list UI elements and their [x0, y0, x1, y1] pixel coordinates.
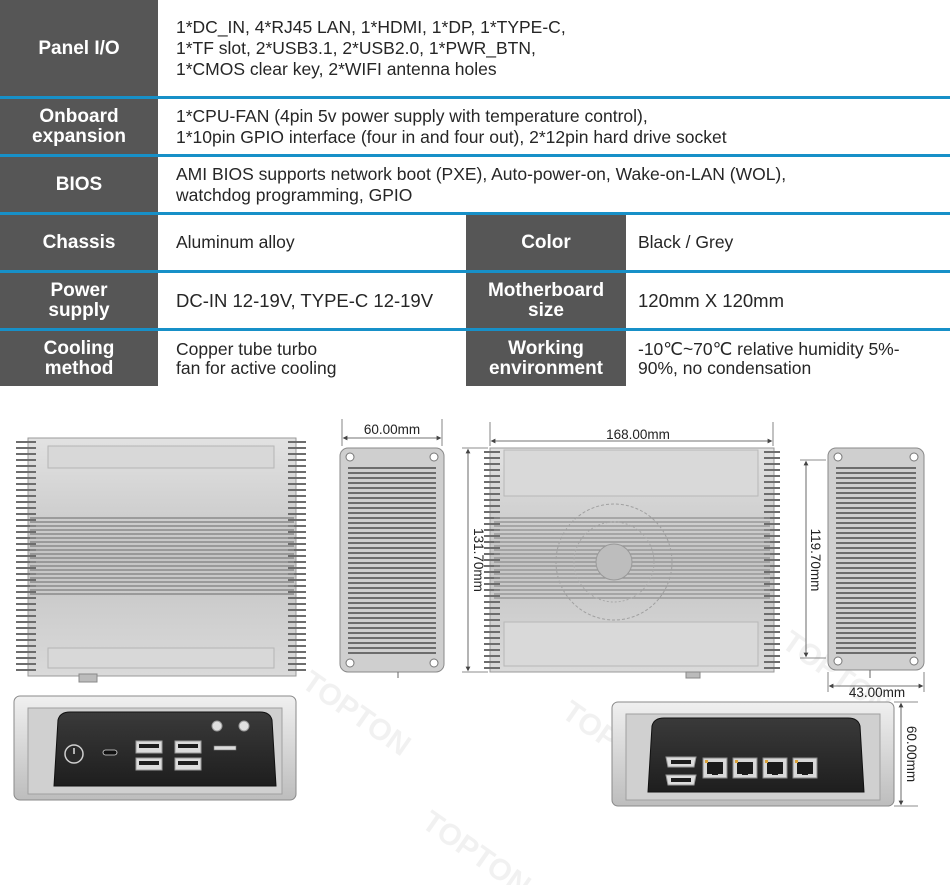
rj45-port-opening [797, 762, 813, 774]
display-port-stack-icon [665, 756, 697, 786]
spec-value: DC-IN 12-19V, TYPE-C 12-19V [158, 273, 466, 328]
end-view-right [827, 447, 925, 678]
rj45-led [705, 760, 708, 763]
rj45-port-icon [732, 757, 758, 779]
svg-text:TOPTON: TOPTON [296, 665, 416, 763]
dimension-side-width: 60.00mm [341, 419, 443, 446]
spec-line: 120mm X 120mm [638, 290, 784, 311]
dimension-label: 131.70mm [471, 528, 486, 592]
spec-row-cooling-environment: Cooling method Copper tube turbo fan for… [0, 331, 950, 386]
spec-label: Power supply [0, 273, 158, 328]
front-panel-view [13, 695, 297, 801]
end-view-narrow [339, 447, 445, 678]
dimension-label: 168.00mm [606, 427, 670, 442]
spec-line: -10℃~70℃ relative humidity 5%- [638, 338, 900, 359]
dimension-top-length: 168.00mm [489, 422, 774, 446]
rj45-port-latch [742, 772, 748, 775]
spec-line: 1*CPU-FAN (4pin 5v power supply with tem… [176, 105, 648, 126]
antenna-hole-icon [238, 720, 250, 732]
spec-line: 90%, no condensation [638, 357, 812, 378]
rj45-port-latch [802, 772, 808, 775]
rj45-port-icon [762, 757, 788, 779]
spec-line: 1*10pin GPIO interface (four in and four… [176, 126, 727, 147]
spec-line: 1*TF slot, 2*USB3.1, 2*USB2.0, 1*PWR_BTN… [176, 38, 536, 58]
spec-line: 1*CMOS clear key, 2*WIFI antenna holes [176, 59, 497, 79]
rj45-port-opening [707, 762, 723, 774]
spec-label: Motherboard size [466, 273, 626, 328]
spec-label: Onboard expansion [0, 99, 158, 154]
row-separator [0, 154, 950, 157]
spec-row-chassis-color: Chassis Aluminum alloy Color Black / Gre… [0, 215, 950, 270]
spec-line: watchdog programming, GPIO [176, 184, 413, 205]
rj45-led [735, 760, 738, 763]
spec-line: Black / Grey [638, 232, 734, 252]
spec-line: fan for active cooling [176, 357, 337, 378]
rj45-port-opening [767, 762, 783, 774]
svg-text:TOPTON: TOPTON [416, 805, 536, 885]
spec-label: Cooling method [0, 331, 158, 386]
rj45-led [795, 760, 798, 763]
spec-line: 1*DC_IN, 4*RJ45 LAN, 1*HDMI, 1*DP, 1*TYP… [176, 17, 566, 37]
spec-line: Copper tube turbo [176, 338, 318, 359]
spec-row-bios: BIOS AMI BIOS supports network boot (PXE… [0, 157, 950, 212]
spec-label: Panel I/O [0, 0, 158, 97]
spec-row-panel-io: Panel I/O 1*DC_IN, 4*RJ45 LAN, 1*HDMI, 1… [0, 0, 950, 97]
spec-row-power-motherboard: Power supply DC-IN 12-19V, TYPE-C 12-19V… [0, 273, 950, 328]
top-view [484, 447, 780, 679]
dimension-label: 43.00mm [849, 685, 905, 700]
technical-drawings: TOPTON TOPTON TOPTON TOPTON TOPTON 60.00… [13, 419, 925, 885]
side-view-long [16, 437, 306, 683]
spec-line: DC-IN 12-19V, TYPE-C 12-19V [176, 290, 434, 311]
spec-value: Black / Grey [626, 215, 950, 270]
spec-row-onboard-expansion: Onboard expansion 1*CPU-FAN (4pin 5v pow… [0, 99, 950, 154]
dimension-label: 60.00mm [364, 422, 420, 437]
usb-port-stack-icon [174, 740, 202, 771]
spec-value: Aluminum alloy [158, 215, 466, 270]
spec-label: Color [466, 215, 626, 270]
spec-value: AMI BIOS supports network boot (PXE), Au… [158, 157, 950, 212]
type-c-port-icon [102, 749, 118, 756]
dimension-end-width: 43.00mm [827, 672, 925, 700]
dimension-label: 60.00mm [904, 726, 919, 782]
rj45-port-icon [792, 757, 818, 779]
dimension-top-height: 131.70mm [462, 447, 488, 673]
dimension-end-height: 119.70mm [800, 459, 826, 659]
dimension-rear-height: 60.00mm [894, 701, 919, 807]
rj45-port-latch [772, 772, 778, 775]
spec-value: -10℃~70℃ relative humidity 5%- 90%, no c… [626, 331, 950, 386]
spec-value: Copper tube turbo fan for active cooling [158, 331, 466, 386]
spec-value: 1*CPU-FAN (4pin 5v power supply with tem… [158, 99, 950, 154]
usb-port-stack-icon [135, 740, 163, 771]
rj45-led [765, 760, 768, 763]
spec-table: Panel I/O 1*DC_IN, 4*RJ45 LAN, 1*HDMI, 1… [0, 0, 950, 386]
spec-line: Aluminum alloy [176, 232, 295, 252]
row-separator [0, 212, 950, 215]
dimension-label: 119.70mm [808, 529, 823, 592]
antenna-hole-icon [211, 720, 223, 732]
rj45-port-latch [712, 772, 718, 775]
row-separator [0, 270, 950, 273]
rj45-port-icon [702, 757, 728, 779]
spec-label: BIOS [0, 157, 158, 212]
spec-label: Working environment [466, 331, 626, 386]
rear-panel-view [611, 701, 895, 807]
tf-slot-icon [213, 745, 237, 751]
spec-line: AMI BIOS supports network boot (PXE), Au… [176, 163, 787, 184]
rj45-port-opening [737, 762, 753, 774]
spec-value: 1*DC_IN, 4*RJ45 LAN, 1*HDMI, 1*DP, 1*TYP… [158, 0, 950, 97]
spec-value: 120mm X 120mm [626, 273, 950, 328]
row-separator [0, 328, 950, 331]
row-separator [0, 96, 950, 99]
spec-label: Chassis [0, 215, 158, 270]
